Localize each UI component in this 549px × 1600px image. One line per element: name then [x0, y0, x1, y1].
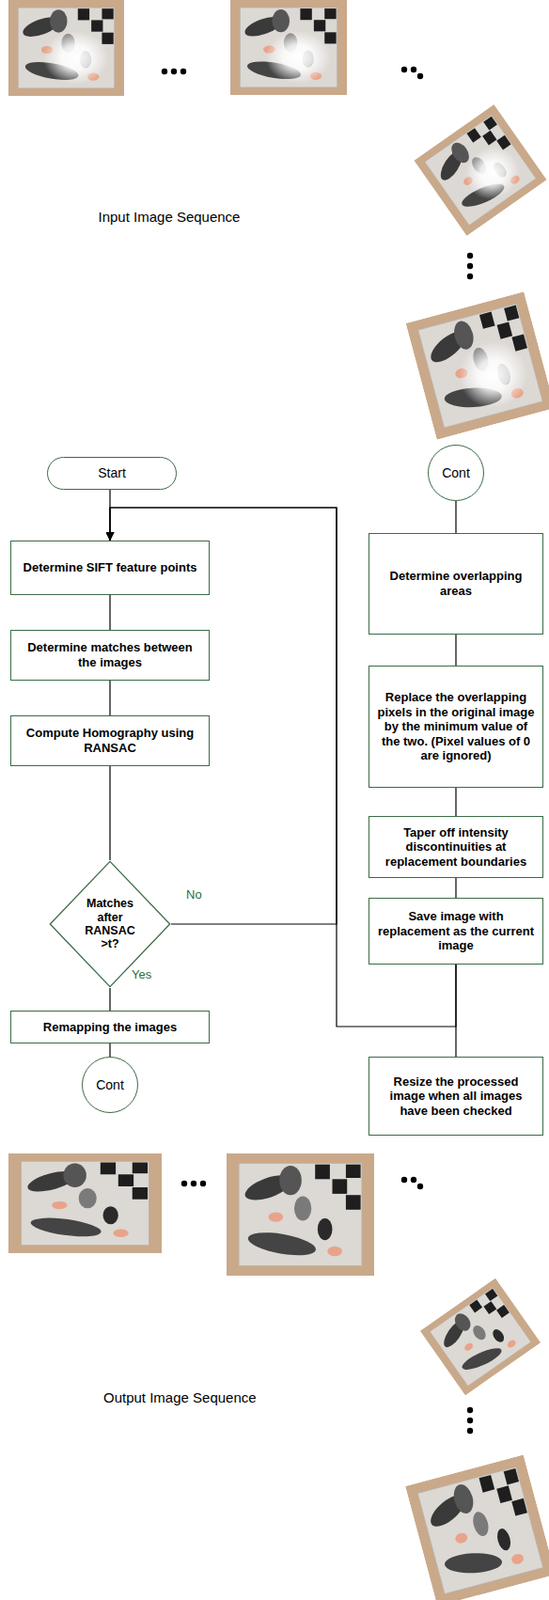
node-text: Start — [97, 465, 126, 482]
connector-circle: Cont — [427, 444, 485, 502]
process-box: Determine SIFT feature points — [10, 540, 210, 596]
input-photo — [406, 291, 549, 440]
flow-connector — [109, 766, 110, 861]
input-photo — [413, 104, 547, 236]
node-text: Resize the processed image when all imag… — [376, 1074, 535, 1119]
process-box: Taper off intensity discontinuities at r… — [368, 815, 544, 879]
flow-connector — [109, 595, 110, 630]
node-text: Determine matches between the images — [18, 640, 202, 670]
node-text: Save image with replacement as the curre… — [376, 909, 535, 954]
flow-connector — [109, 680, 110, 716]
process-box: Resize the processed image when all imag… — [368, 1056, 544, 1136]
node-text: Compute Homography using RANSAC — [18, 725, 202, 755]
process-box: Remapping the images — [10, 1010, 210, 1044]
flow-connector — [454, 787, 456, 816]
node-text: Taper off intensity discontinuities at r… — [376, 825, 535, 870]
input-photo — [230, 0, 347, 95]
input-photos — [8, 0, 549, 440]
sequence-caption: Input Image Sequence — [94, 208, 245, 225]
node-text: Determine overlapping areas — [376, 568, 535, 598]
branch-label: No — [184, 887, 204, 902]
process-box: Determine overlapping areas — [368, 533, 544, 635]
node-text: Cont — [95, 1077, 125, 1094]
process-box: Compute Homography using RANSAC — [10, 715, 210, 767]
node-text: Replace the overlapping pixels in the or… — [376, 690, 535, 764]
flow-connector — [454, 634, 456, 666]
output-photos — [8, 1153, 549, 1600]
node-text: Remapping the images — [43, 1019, 177, 1036]
output-photo — [420, 1277, 541, 1396]
flow-connector — [109, 988, 110, 1011]
output-photo — [8, 1153, 162, 1254]
process-box: Save image with replacement as the curre… — [368, 897, 544, 965]
flow-connector — [109, 1043, 110, 1057]
output-photo — [405, 1454, 549, 1600]
process-box: Replace the overlapping pixels in the or… — [368, 665, 544, 788]
node-text: Determine SIFT feature points — [23, 560, 198, 576]
process-box: Determine matches between the images — [10, 629, 210, 681]
node-text: Matches after RANSAC >t? — [79, 896, 141, 952]
branch-label: Yes — [129, 967, 154, 982]
connector-circle: Cont — [81, 1056, 139, 1114]
output-photo — [226, 1153, 375, 1276]
flow-connector — [454, 501, 456, 534]
flow-connector — [454, 878, 456, 898]
node-text: Cont — [441, 465, 471, 482]
sequence-caption: Output Image Sequence — [103, 1389, 256, 1406]
terminal: Start — [47, 456, 177, 490]
input-photo — [8, 0, 125, 96]
